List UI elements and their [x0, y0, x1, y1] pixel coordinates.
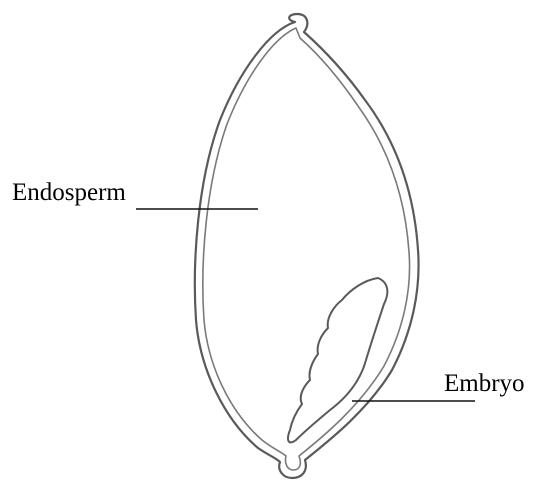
- embryo-label: Embryo: [444, 371, 525, 396]
- seed-coat-inner: [203, 28, 410, 470]
- endosperm-label: Endosperm: [12, 180, 126, 205]
- seed-coat-outer: [195, 14, 419, 478]
- embryo-outline: [288, 278, 387, 442]
